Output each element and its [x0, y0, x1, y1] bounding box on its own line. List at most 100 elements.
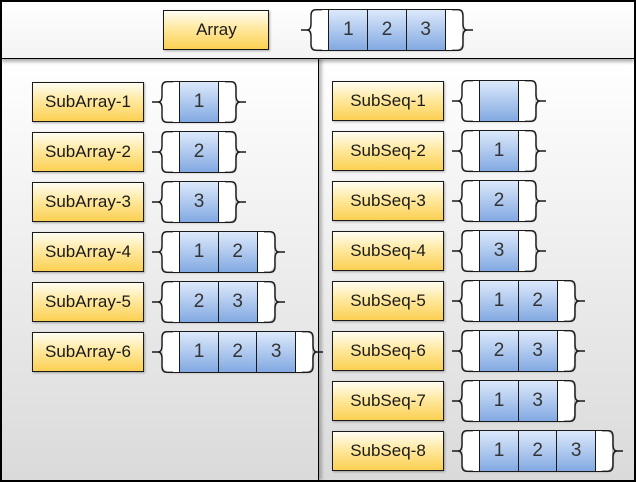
curly-brace-right-icon: [563, 280, 585, 322]
array-cell: 2: [479, 181, 519, 221]
subseq-row: SubSeq-1: [332, 80, 634, 122]
curly-brace-right-icon: [225, 181, 246, 223]
curly-brace-left-icon: [452, 230, 473, 272]
subarray-label: SubArray-6: [32, 332, 144, 372]
array-cell: 2: [517, 281, 558, 321]
curly-brace-right-icon: [525, 80, 546, 122]
array-cell: 1: [179, 82, 219, 122]
curly-brace-right-icon: [525, 230, 546, 272]
curly-brace-left-icon: [452, 430, 473, 472]
array-cell: 3: [179, 182, 219, 222]
cells: [473, 80, 525, 122]
curly-brace-left-icon: [301, 9, 323, 51]
cells: 2: [173, 131, 225, 173]
array-cell: 3: [517, 381, 558, 421]
curly-brace-right-icon: [563, 330, 585, 372]
subseq-label: SubSeq-2: [332, 131, 444, 171]
curly-brace-left-icon: [452, 130, 473, 172]
bracket-group: 3: [452, 230, 546, 272]
array-cell: 1: [479, 281, 519, 321]
curly-brace-left-icon: [452, 280, 473, 322]
bracket-group: 1: [152, 81, 246, 123]
subseq-row: SubSeq-4 3: [332, 230, 634, 272]
array-cell: 2: [217, 332, 258, 372]
subarray-label: SubArray-2: [32, 132, 144, 172]
curly-brace-left-icon: [152, 281, 173, 323]
array-cell: 1: [328, 10, 369, 50]
curly-brace-left-icon: [152, 231, 173, 273]
subarray-label: SubArray-1: [32, 82, 144, 122]
subseq-label: SubSeq-5: [332, 281, 444, 321]
curly-brace-right-icon: [525, 130, 546, 172]
subseq-label: SubSeq-1: [332, 81, 444, 121]
curly-brace-left-icon: [452, 380, 473, 422]
curly-brace-right-icon: [263, 281, 285, 323]
bracket-group: 2: [452, 180, 546, 222]
array-cell: 2: [179, 132, 219, 172]
curly-brace-left-icon: [452, 80, 473, 122]
curly-brace-right-icon: [563, 380, 585, 422]
array-cell: 2: [179, 282, 219, 322]
subseq-label: SubSeq-8: [332, 431, 444, 471]
array-cell: 1: [179, 232, 219, 272]
subarray-label: SubArray-3: [32, 182, 144, 222]
curly-brace-right-icon: [225, 81, 246, 123]
bracket-group: 3: [152, 181, 246, 223]
cells: 1: [173, 81, 225, 123]
subseq-label: SubSeq-7: [332, 381, 444, 421]
array-cell: 3: [217, 282, 258, 322]
array-label: Array: [163, 10, 270, 50]
curly-brace-left-icon: [152, 131, 173, 173]
curly-brace-right-icon: [302, 331, 324, 373]
array-cell: 2: [217, 232, 258, 272]
curly-brace-right-icon: [225, 131, 246, 173]
subseq-label: SubSeq-3: [332, 181, 444, 221]
array-cell: 1: [179, 332, 219, 372]
subarray-label: SubArray-5: [32, 282, 144, 322]
array-cell: 3: [405, 10, 446, 50]
bracket-group: [452, 80, 546, 122]
bracket-group: 2: [152, 131, 246, 173]
array-cell: 1: [479, 431, 519, 471]
subseq-label: SubSeq-4: [332, 231, 444, 271]
array-cell: 1: [479, 131, 519, 171]
cells: 3: [173, 181, 225, 223]
curly-brace-left-icon: [452, 180, 473, 222]
array-cell: 3: [479, 231, 519, 271]
cells: 3: [473, 230, 525, 272]
array-cell: 2: [367, 10, 407, 50]
cells: 1: [473, 130, 525, 172]
subseq-label: SubSeq-6: [332, 331, 444, 371]
array-cell: 2: [479, 331, 519, 371]
subarray-label: SubArray-4: [32, 232, 144, 272]
subseq-row: SubSeq-2 1: [332, 130, 634, 172]
curly-brace-left-icon: [152, 81, 173, 123]
array-cell: 1: [479, 381, 519, 421]
curly-brace-left-icon: [152, 331, 173, 373]
array-cell: [479, 81, 519, 121]
subarray-row: SubArray-2 2: [32, 131, 318, 173]
curly-brace-right-icon: [263, 231, 285, 273]
bracket-group: 1: [452, 130, 546, 172]
